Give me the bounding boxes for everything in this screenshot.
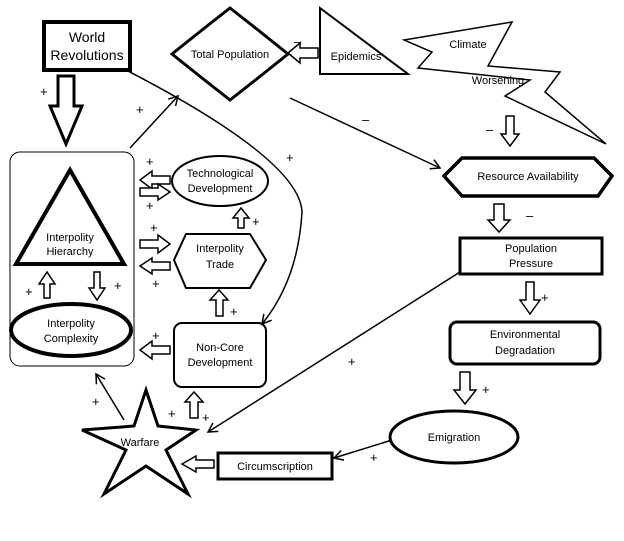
emigration-node: Emigration [388, 409, 520, 465]
arrow-emigration-to-circumscription [332, 439, 393, 461]
sign-epidemics-population: – [294, 34, 302, 49]
sign-resources-pressure: – [526, 208, 534, 223]
environmental-degradation-label-line2: Degradation [495, 345, 555, 357]
sign-box-tech: + [146, 154, 154, 169]
technological-development-label-line1: Technological [187, 168, 254, 180]
sign-climate-resources: – [486, 122, 494, 137]
block-arrow-complexity-to-hierarchy [37, 270, 57, 299]
sign-complexity-hierarchy: + [25, 284, 33, 299]
world-revolutions-label-line2: Revolutions [50, 47, 123, 63]
total-population-label: Total Population [191, 49, 269, 61]
interpolity-hierarchy-node: Interpolity Hierarchy [12, 165, 128, 266]
block-arrow-noncore-to-trade [208, 288, 230, 317]
environmental-degradation-label-line1: Environmental [490, 329, 560, 341]
block-arrow-climate-to-resources [499, 115, 521, 148]
warfare-node: Warfare [81, 385, 201, 499]
arrow-pressure-to-warfare [206, 271, 461, 433]
block-arrow-warfare-to-noncore [183, 390, 205, 419]
sign-revolutions-noncore: + [286, 150, 294, 165]
emigration-label: Emigration [428, 432, 481, 444]
sign-hierarchy-complexity: + [114, 278, 122, 293]
block-arrow-pressure-to-degradation [518, 281, 542, 316]
climate-worsening-node: Climate Worsening [401, 21, 607, 145]
population-pressure-node: Population Pressure [458, 236, 604, 276]
block-arrow-tech-to-box [138, 169, 171, 191]
non-core-development-node: Non-Core Development [173, 322, 267, 388]
sign-trade-tech: + [252, 214, 260, 229]
sign-noncore-box: + [152, 328, 160, 343]
epidemics-node: Epidemics [319, 6, 411, 75]
block-arrow-circumscription-to-warfare [180, 454, 215, 474]
block-arrow-box-to-trade [139, 233, 172, 255]
block-arrow-epidemics-to-population [286, 41, 319, 65]
sign-degradation-emigration: + [482, 382, 490, 397]
world-revolutions-label-line1: World [69, 29, 105, 45]
arrow-population-to-resources [289, 97, 442, 170]
population-pressure-label-line2: Pressure [509, 258, 553, 270]
sign-warfare-noncore: + [168, 406, 176, 421]
technological-development-label-line2: Development [188, 183, 253, 195]
arrow-warfare-to-box [95, 372, 125, 421]
sign-box-trade: + [150, 220, 158, 235]
interpolity-group-box [9, 151, 135, 367]
interpolity-complexity-node: Interpolity Complexity [9, 302, 133, 358]
sign-pressure-degradation: + [541, 290, 549, 305]
circumscription-label: Circumscription [237, 461, 313, 473]
climate-worsening-label-line2: Worsening [472, 75, 524, 87]
block-arrow-degradation-to-emigration [452, 371, 478, 406]
interpolity-hierarchy-label-line2: Hierarchy [46, 246, 94, 258]
block-arrow-trade-to-box [138, 256, 171, 276]
interpolity-complexity-label-line2: Complexity [44, 333, 99, 345]
arrow-revolutions-to-noncore [125, 69, 303, 326]
sign-warfare-box: + [92, 394, 100, 409]
world-revolutions-node: World Revolutions [42, 20, 132, 72]
sign-circumscription-warfare: + [202, 410, 210, 425]
warfare-label: Warfare [121, 437, 160, 449]
block-arrow-revolutions-to-hierarchy [47, 74, 85, 148]
interpolity-trade-label-line1: Interpolity [196, 243, 244, 255]
non-core-development-label-line2: Development [188, 357, 253, 369]
epidemics-label: Epidemics [331, 51, 382, 63]
block-arrow-resources-to-pressure [486, 203, 512, 234]
sign-pressure-warfare: + [348, 354, 356, 369]
interpolity-hierarchy-label-line1: Interpolity [46, 232, 94, 244]
circumscription-node: Circumscription [216, 451, 334, 481]
non-core-development-label-line1: Non-Core [196, 342, 244, 354]
resource-availability-label: Resource Availability [477, 171, 579, 183]
sign-trade-box: + [152, 276, 160, 291]
population-pressure-label-line1: Population [505, 243, 557, 255]
sign-box-population: + [136, 102, 144, 117]
sign-noncore-trade: + [230, 304, 238, 319]
total-population-node: Total Population [169, 6, 291, 102]
block-arrow-hierarchy-to-complexity [87, 271, 107, 302]
block-arrow-noncore-to-box [138, 339, 171, 361]
sign-population-resources: – [362, 112, 370, 127]
sign-tech-box: + [146, 198, 154, 213]
sign-emigration-circumscription: + [370, 450, 378, 465]
environmental-degradation-node: Environmental Degradation [448, 320, 602, 366]
arrow-box-to-population [129, 94, 180, 149]
interpolity-complexity-label-line1: Interpolity [47, 318, 95, 330]
block-arrow-box-to-tech [139, 182, 172, 202]
resource-availability-node: Resource Availability [441, 156, 615, 198]
climate-worsening-label-line1: Climate [449, 39, 486, 51]
block-arrow-trade-to-tech [231, 206, 251, 229]
sign-revolutions-hierarchy: + [40, 84, 48, 99]
interpolity-trade-label-line2: Trade [206, 259, 234, 271]
technological-development-node: Technological Development [171, 155, 269, 207]
interpolity-trade-node: Interpolity Trade [172, 233, 268, 289]
